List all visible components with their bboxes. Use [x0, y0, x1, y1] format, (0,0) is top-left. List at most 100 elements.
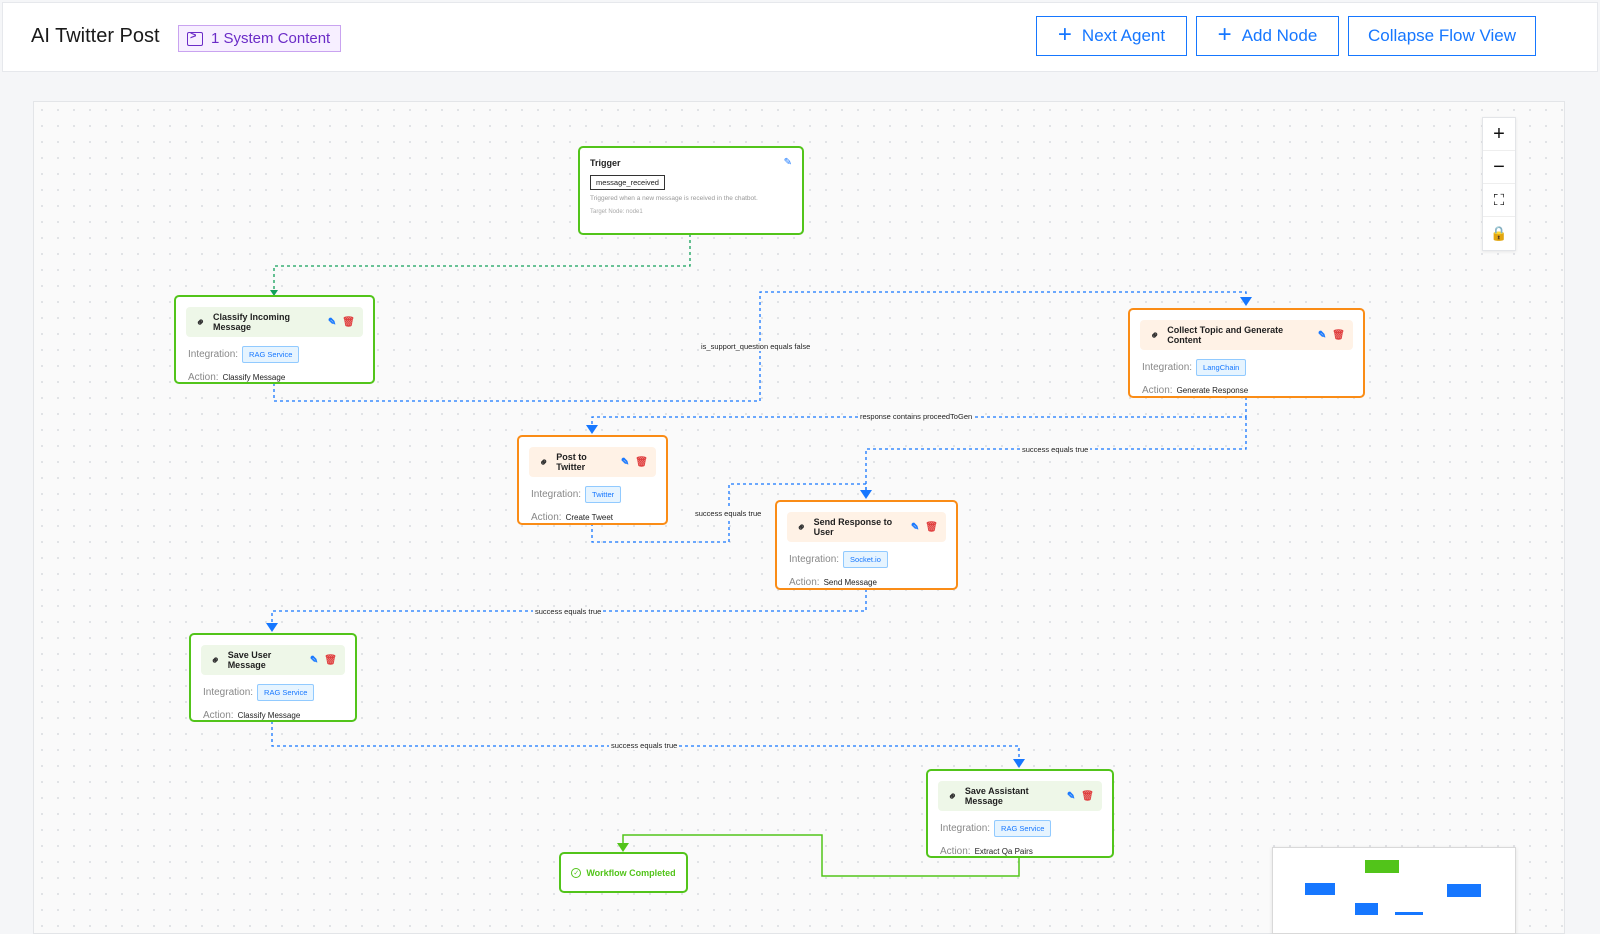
- action-label: Action:: [203, 710, 234, 721]
- zoom-out-button[interactable]: −: [1483, 151, 1515, 184]
- action-value: Classify Message: [222, 373, 286, 382]
- edge-collect-post: [591, 397, 1247, 430]
- integration-label: Integration:: [188, 349, 239, 360]
- minimap-node: [1365, 860, 1399, 873]
- trigger-description: Triggered when a new message is received…: [590, 195, 758, 202]
- node-title: Post to Twitter: [556, 452, 587, 472]
- delete-icon[interactable]: 🗑: [342, 316, 355, 328]
- node-save-assistant-message[interactable]: ⚭ Save Assistant Message ✎ 🗑 Integration…: [926, 769, 1114, 858]
- integration-label: Integration:: [531, 489, 582, 500]
- integration-tag: Twitter: [585, 486, 622, 503]
- node-collect-topic-and-generate-content[interactable]: ⚭ Collect Topic and Generate Content ✎ 🗑…: [1128, 308, 1365, 398]
- edit-icon[interactable]: ✎: [1317, 329, 1327, 341]
- node-header: ⚭ Save Assistant Message ✎ 🗑: [938, 781, 1102, 811]
- integration-label: Integration:: [789, 554, 840, 565]
- link-icon: ⚭: [1147, 327, 1163, 343]
- collapse-flow-view-label: Collapse Flow View: [1367, 26, 1517, 45]
- integration-label: Integration:: [1142, 362, 1193, 373]
- canvas-controls: + − ⛶ 🔒: [1482, 117, 1516, 251]
- edit-icon[interactable]: ✎: [910, 521, 920, 533]
- node-send-response-to-user[interactable]: ⚭ Send Response to User ✎ 🗑 Integration:…: [775, 500, 958, 590]
- add-node-button[interactable]: + Add Node: [1196, 16, 1339, 56]
- link-icon: ⚭: [208, 652, 224, 668]
- integration-tag: RAG Service: [994, 820, 1052, 837]
- workflow-completed-label: Workflow Completed: [586, 867, 676, 878]
- plus-icon: +: [1217, 21, 1232, 48]
- node-header: ⚭ Post to Twitter ✎ 🗑: [529, 447, 656, 477]
- arrow-head: [1013, 759, 1025, 768]
- add-node-label: Add Node: [1241, 26, 1318, 45]
- arrow-head: [266, 623, 278, 632]
- delete-icon[interactable]: 🗑: [324, 654, 337, 666]
- check-circle-icon: ✓: [571, 867, 582, 878]
- edit-icon[interactable]: ✎: [783, 157, 792, 168]
- edge-collect-send: [865, 417, 1247, 495]
- plus-icon: +: [1057, 21, 1072, 48]
- node-post-to-twitter[interactable]: ⚭ Post to Twitter ✎ 🗑 Integration:Twitte…: [517, 435, 668, 525]
- arrow-head: [586, 425, 598, 434]
- edit-icon[interactable]: ✎: [327, 316, 337, 328]
- edit-icon[interactable]: ✎: [309, 654, 319, 666]
- lock-button[interactable]: 🔒: [1490, 225, 1508, 241]
- node-classify-incoming-message[interactable]: ⚭ Classify Incoming Message ✎ 🗑 Integrat…: [174, 295, 375, 384]
- trigger-target: Target Node: node1: [590, 209, 643, 215]
- delete-icon[interactable]: 🗑: [925, 521, 938, 533]
- edge-label: is_support_question equals false: [699, 342, 813, 351]
- edge-label: success equals true: [609, 741, 680, 750]
- delete-icon[interactable]: 🗑: [635, 456, 648, 468]
- action-value: Generate Response: [1176, 386, 1249, 395]
- link-icon: ⚭: [193, 314, 209, 330]
- delete-icon[interactable]: 🗑: [1081, 790, 1094, 802]
- trigger-node[interactable]: Trigger ✎ message_received Triggered whe…: [578, 146, 804, 235]
- arrow-head: [1240, 297, 1252, 306]
- delete-icon[interactable]: 🗑: [1332, 329, 1345, 341]
- node-header: ⚭ Collect Topic and Generate Content ✎ 🗑: [1140, 320, 1353, 350]
- integration-tag: Socket.io: [843, 551, 888, 568]
- edit-icon[interactable]: ✎: [620, 456, 630, 468]
- arrow-head: [270, 290, 278, 296]
- link-icon: ⚭: [794, 519, 810, 535]
- fit-view-button[interactable]: ⛶: [1483, 184, 1515, 217]
- trigger-event-tag: message_received: [590, 175, 665, 190]
- node-header: ⚭ Send Response to User ✎ 🗑: [787, 512, 946, 542]
- integration-label: Integration:: [203, 687, 254, 698]
- node-title: Collect Topic and Generate Content: [1167, 325, 1284, 345]
- system-content-label: 1 System Content: [211, 30, 331, 47]
- edge-label: response contains proceedToGen: [858, 412, 975, 421]
- collapse-flow-view-button[interactable]: Collapse Flow View: [1348, 16, 1536, 56]
- integration-tag: RAG Service: [257, 684, 315, 701]
- next-agent-label: Next Agent: [1081, 26, 1166, 45]
- node-save-user-message[interactable]: ⚭ Save User Message ✎ 🗑 Integration:RAG …: [189, 633, 357, 722]
- node-header: ⚭ Save User Message ✎ 🗑: [201, 645, 345, 675]
- minimap-node: [1395, 912, 1423, 915]
- action-label: Action:: [188, 372, 219, 383]
- action-label: Action:: [789, 577, 820, 588]
- action-value: Classify Message: [237, 711, 301, 720]
- edge-label: success equals true: [1020, 445, 1091, 454]
- workflow-completed-node[interactable]: ✓ Workflow Completed: [559, 852, 688, 893]
- integration-label: Integration:: [940, 823, 991, 834]
- action-value: Create Tweet: [565, 513, 614, 522]
- arrow-head: [617, 843, 629, 852]
- terminal-icon: [187, 30, 203, 46]
- system-content-badge[interactable]: 1 System Content: [178, 25, 342, 52]
- action-value: Extract Qa Pairs: [974, 847, 1033, 856]
- node-title: Send Response to User: [813, 517, 893, 537]
- edge-trigger-classify: [273, 234, 691, 295]
- node-header: ⚭ Classify Incoming Message ✎ 🗑: [186, 307, 363, 337]
- edit-icon[interactable]: ✎: [1066, 790, 1076, 802]
- link-icon: ⚭: [536, 454, 552, 470]
- edge-saveassistant-completed: [622, 834, 1020, 877]
- action-label: Action:: [531, 512, 562, 523]
- minimap-node: [1447, 884, 1481, 897]
- node-title: Save User Message: [227, 650, 272, 670]
- next-agent-button[interactable]: + Next Agent: [1036, 16, 1187, 56]
- zoom-in-button[interactable]: +: [1483, 118, 1515, 151]
- link-icon: ⚭: [945, 788, 961, 804]
- minimap[interactable]: [1272, 847, 1516, 934]
- minimap-node: [1305, 883, 1335, 895]
- edge-label: success equals true: [693, 509, 764, 518]
- node-title: Save Assistant Message: [964, 786, 1029, 806]
